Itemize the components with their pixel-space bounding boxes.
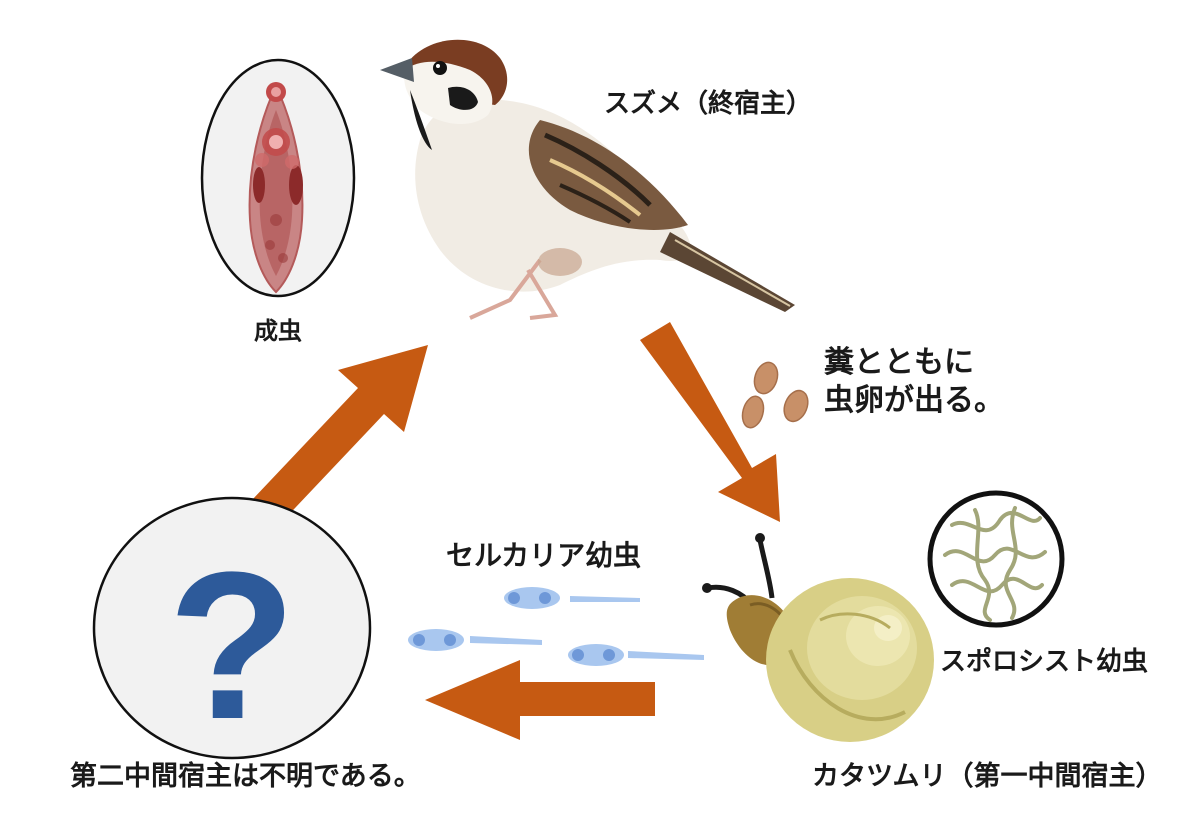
cercaria-larva (504, 587, 640, 609)
sparrow-label: スズメ（終宿主） (604, 89, 813, 119)
arrow-to-sparrow (252, 345, 428, 526)
eggs-label-line2: 虫卵が出る。 (824, 382, 1004, 418)
sparrow-illustration (380, 39, 795, 320)
sporocyst-illustration (927, 490, 1065, 628)
adult-worm-label: 成虫 (254, 317, 302, 345)
cercaria-larva (408, 629, 542, 651)
cercaria-illustration (408, 587, 704, 666)
second-host-circle (92, 496, 372, 760)
sporocyst-label: スポロシスト幼虫 (940, 647, 1149, 677)
cercaria-label: セルカリア幼虫 (446, 539, 642, 572)
second-host-label: 第二中間宿主は不明である。 (70, 761, 421, 792)
eggs-label-line1: 糞とともに (824, 345, 974, 380)
arrow-to-snail (640, 322, 780, 522)
arrow-to-second-host (425, 660, 655, 740)
snail-illustration (702, 533, 934, 742)
question-mark: ? (168, 528, 296, 763)
eggs-label: 糞とともに 虫卵が出る。 (824, 344, 1004, 419)
adult-worm-illustration (200, 58, 356, 298)
eggs-illustration (741, 361, 809, 429)
snail-label: カタツムリ（第一中間宿主） (812, 761, 1163, 792)
cercaria-larva (568, 644, 704, 666)
